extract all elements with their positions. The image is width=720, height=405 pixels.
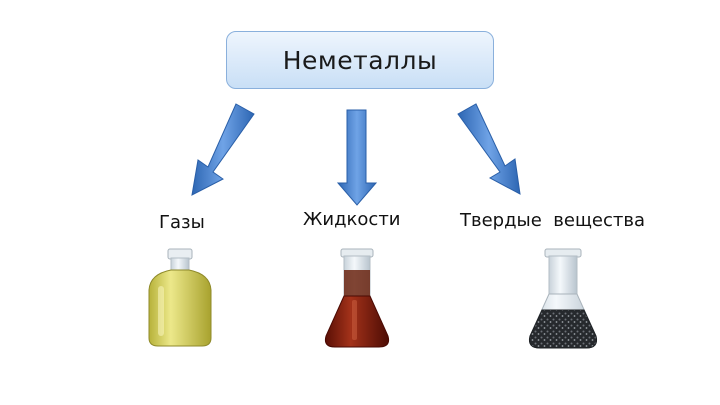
solid-flask-image: [529, 248, 597, 349]
gas-bottle-image: [148, 248, 212, 347]
nonmetals-title-box: Неметаллы: [226, 31, 494, 89]
solids-label: Твердые вещества: [460, 210, 646, 231]
arrow-to-solids: [457, 103, 521, 195]
liquids-label: Жидкости: [303, 209, 401, 230]
gases-label: Газы: [159, 212, 205, 233]
arrow-to-liquids: [336, 109, 378, 206]
nonmetals-title: Неметаллы: [282, 45, 438, 75]
liquid-flask-image: [324, 248, 390, 348]
arrow-to-gases: [191, 103, 255, 196]
